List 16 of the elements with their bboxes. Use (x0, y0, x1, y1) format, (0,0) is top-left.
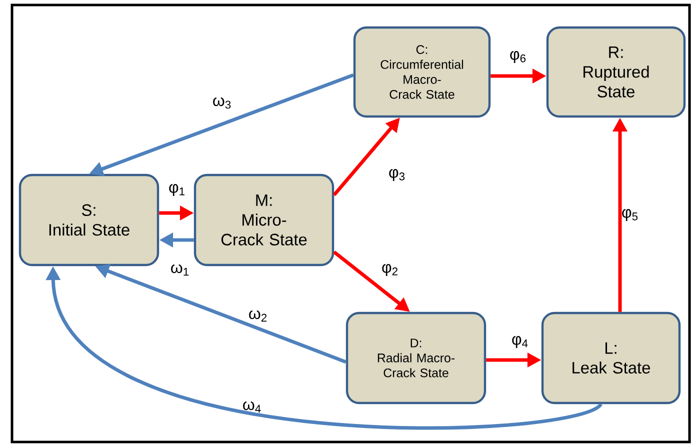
state-box: R: Ruptured State (546, 26, 686, 118)
state-box: L: Leak State (541, 312, 681, 404)
edge-label: φ$_{6}$ (510, 51, 526, 63)
edge-label: ω$_{1}$ (171, 264, 189, 276)
edge-label: ω$_{3}$ (213, 97, 231, 109)
state-box: C: Circumferential Macro-Crack State (353, 26, 491, 118)
edge-label: ω$_{2}$ (249, 310, 267, 322)
edge-label: ω$_{4}$ (243, 401, 261, 413)
edge-label: φ$_{4}$ (512, 336, 528, 348)
edge-label: φ$_{5}$ (622, 209, 638, 221)
state-box: D: Radial Macro-Crack State (346, 312, 486, 404)
edge-label: φ$_{2}$ (382, 264, 398, 276)
edge-label: φ$_{1}$ (169, 184, 184, 196)
state-box: M: Micro-Crack State (194, 174, 334, 266)
edge-label: φ$_{3}$ (389, 169, 405, 181)
state-box: S: Initial State (18, 174, 160, 266)
